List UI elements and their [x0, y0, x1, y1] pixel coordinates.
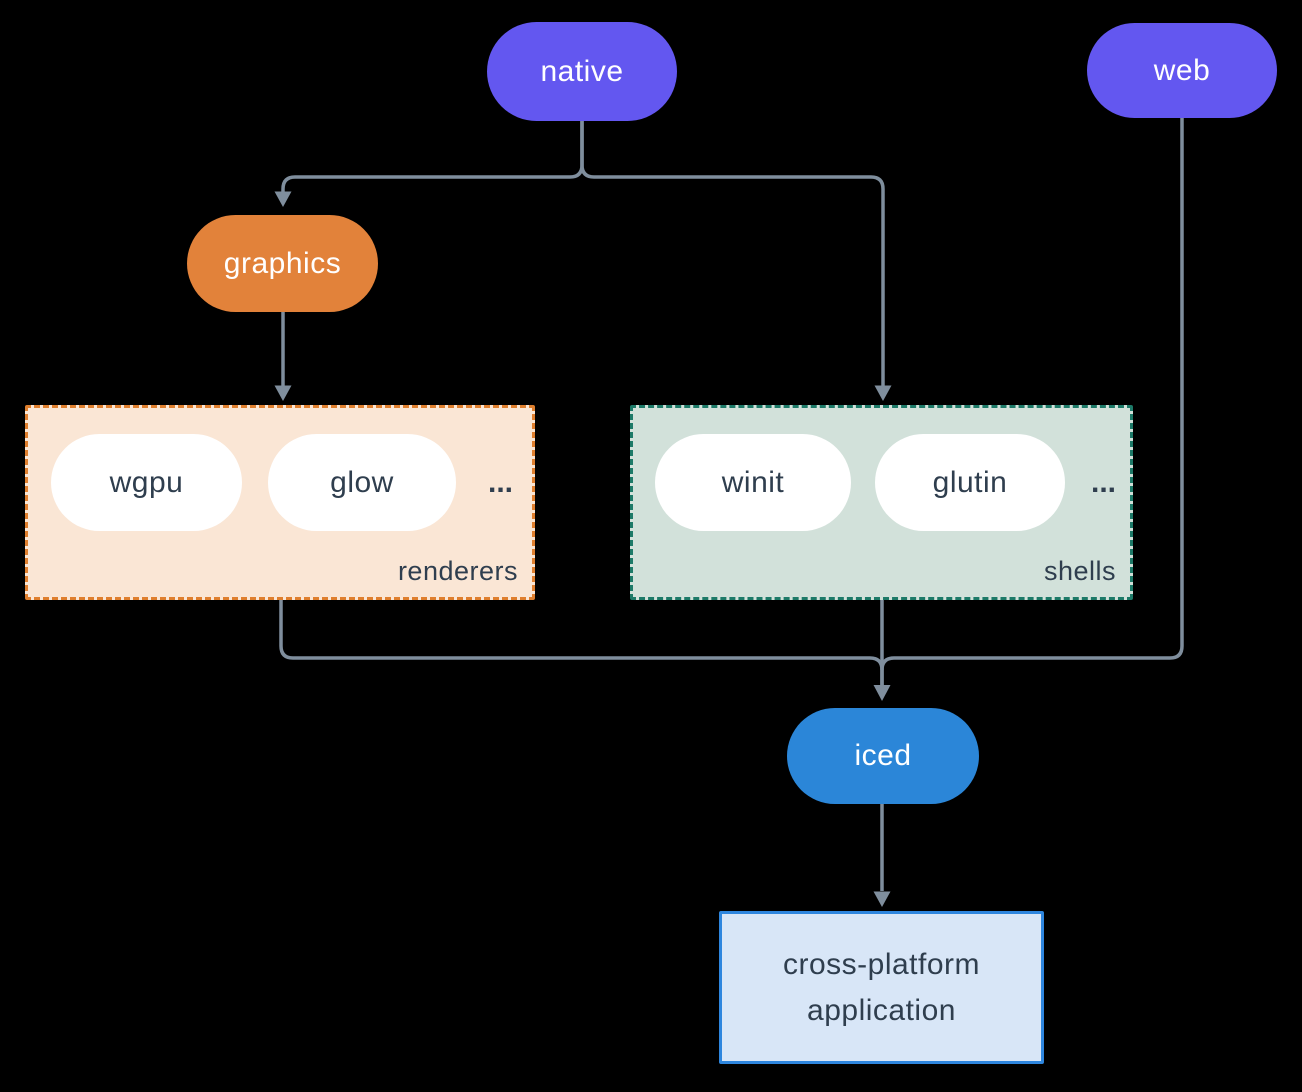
group-renderers: wgpu glow ... renderers	[25, 405, 535, 600]
node-native: native	[487, 22, 677, 121]
pill-glow: glow	[268, 434, 456, 531]
pill-glutin: glutin	[875, 434, 1065, 531]
pill-winit-label: winit	[721, 465, 785, 499]
arrowhead-merge-iced	[873, 685, 891, 701]
arrowhead-native-graphics	[274, 191, 292, 207]
node-web-label: web	[1153, 53, 1211, 87]
shells-ellipsis: ...	[1090, 465, 1116, 499]
app-label-line1: cross-platform	[782, 947, 981, 981]
shells-group-label: shells	[1043, 556, 1116, 586]
node-iced-label: iced	[854, 739, 912, 772]
app-label-line2: application	[807, 993, 956, 1027]
node-cross-platform-application: cross-platform application	[719, 911, 1044, 1064]
group-shells: winit glutin ... shells	[630, 405, 1133, 600]
arrowhead-iced-app	[873, 891, 891, 907]
pill-wgpu: wgpu	[51, 434, 242, 531]
arrowhead-native-shells	[874, 385, 892, 401]
arrowhead-graphics-renderers	[274, 385, 292, 401]
pill-glow-label: glow	[330, 465, 394, 499]
edge-native-graphics	[281, 121, 584, 193]
pill-winit: winit	[655, 434, 851, 531]
node-native-label: native	[540, 54, 624, 88]
node-web: web	[1087, 23, 1277, 118]
node-graphics: graphics	[187, 215, 378, 312]
pill-wgpu-label: wgpu	[109, 465, 184, 499]
edge-renderers-iced	[279, 600, 884, 685]
node-graphics-label: graphics	[223, 246, 342, 280]
edge-native-shells	[580, 121, 885, 386]
pill-glutin-label: glutin	[932, 465, 1008, 499]
renderers-ellipsis: ...	[487, 465, 513, 499]
node-iced: iced	[787, 708, 979, 804]
renderers-group-label: renderers	[397, 556, 518, 586]
